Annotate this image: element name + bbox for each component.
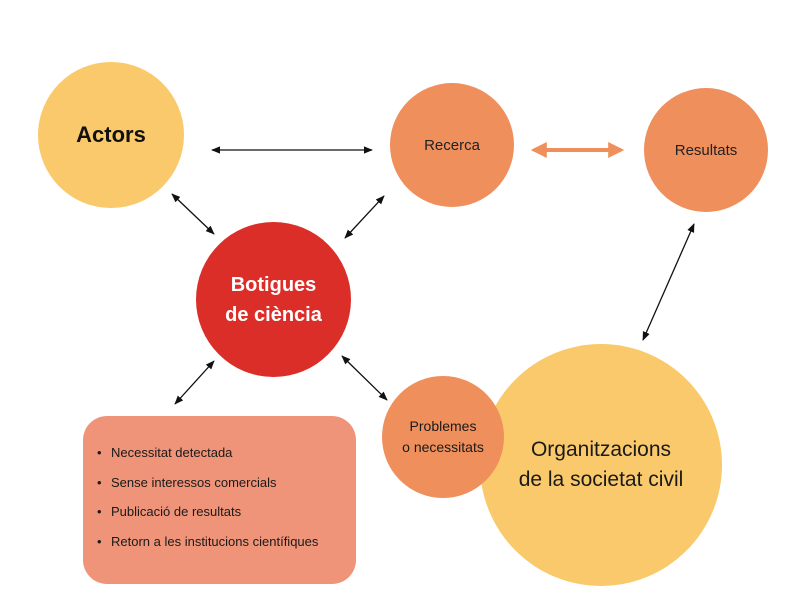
features-box: Necessitat detectada Sense interessos co… — [83, 416, 356, 584]
osc-label: Organitzacions de la societat civil — [518, 438, 684, 491]
recerca-node: Recerca — [390, 83, 514, 207]
arrow-recerca-botigues — [344, 195, 385, 239]
arrow-botigues-problemes — [341, 355, 388, 401]
arrow-botigues-box — [174, 360, 215, 405]
arrow-actors-botigues — [171, 193, 215, 235]
list-item: Publicació de resultats — [97, 502, 342, 532]
problemes-node: Problemes o necessitats — [382, 376, 504, 498]
resultats-label: Resultats — [674, 141, 738, 159]
list-item: Necessitat detectada — [97, 443, 342, 473]
osc-node: Organitzacions de la societat civil — [480, 344, 722, 586]
list-item: Retorn a les institucions científiques — [97, 532, 342, 562]
botigues-label: Botigues de ciència — [225, 273, 322, 326]
botigues-node: Botigues de ciència — [196, 222, 351, 377]
resultats-node: Resultats — [644, 88, 768, 212]
arrow-resultats-osc — [642, 223, 695, 341]
actors-label: Actors — [76, 122, 146, 147]
actors-node: Actors — [38, 62, 184, 208]
features-list: Necessitat detectada Sense interessos co… — [97, 443, 342, 561]
list-item: Sense interessos comercials — [97, 473, 342, 503]
recerca-label: Recerca — [424, 136, 480, 154]
problemes-label: Problemes o necessitats — [402, 418, 484, 455]
